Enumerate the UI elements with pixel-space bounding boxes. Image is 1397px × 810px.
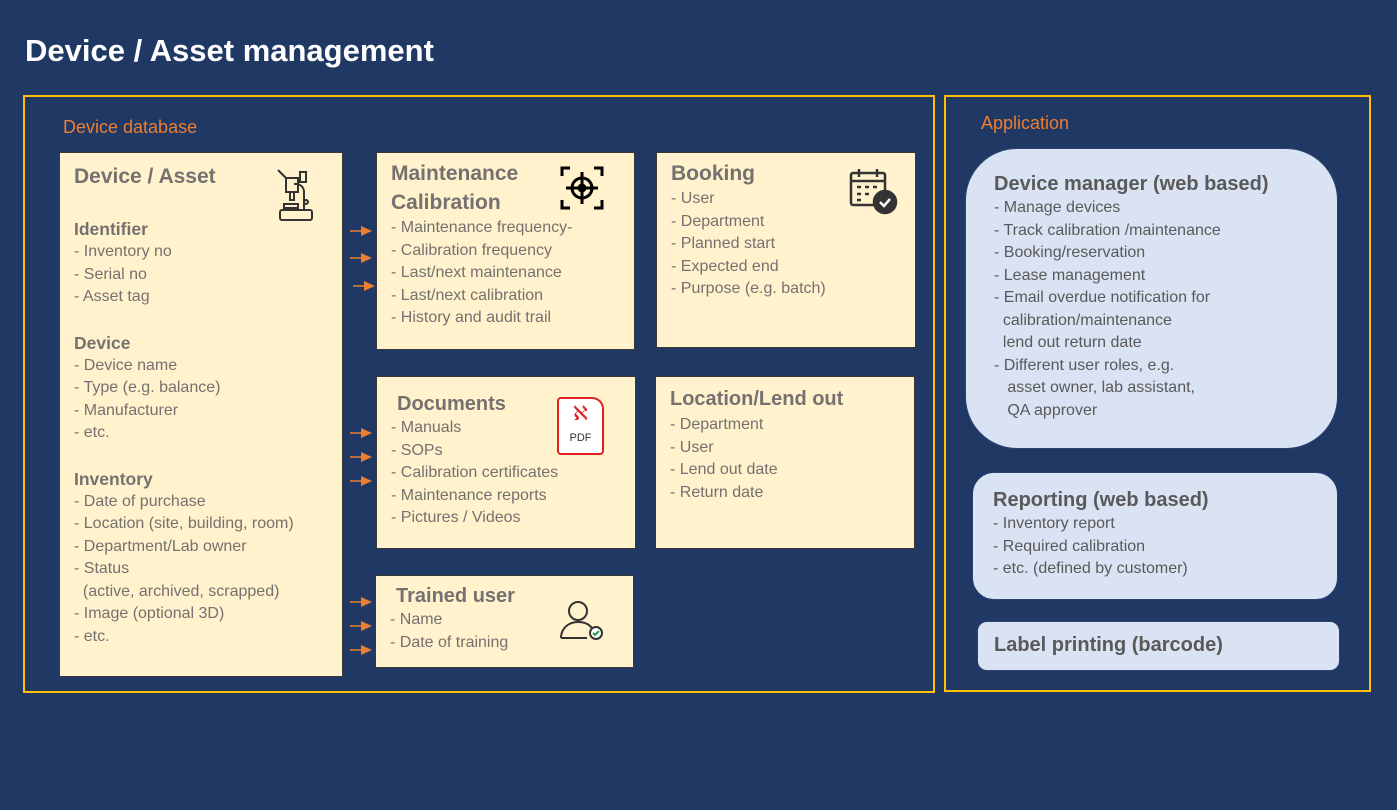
list-item: - Department/Lab owner [74,537,247,555]
list-item: - Manuals [391,419,462,436]
list-item: (active, archived, scrapped) [74,582,280,600]
list-item: - Department [670,416,764,433]
arrow-right-icon [350,645,372,655]
section-heading: Identifier [74,219,148,239]
list-item: - Return date [670,483,764,501]
list-item: - Device name [74,356,178,374]
documents-title: Documents [397,393,506,415]
arrow-right-icon [353,281,375,291]
list-item: QA approver [994,401,1098,419]
arrow-right-icon [350,253,372,263]
list-item: - Status [74,560,130,577]
item-list: - Inventory report - Required calibration… [993,513,1317,581]
calibration-title: Calibration [391,191,501,214]
list-item: - etc. (defined by customer) [993,560,1188,577]
list-item: - Serial no [74,265,147,283]
user-check-icon [560,601,603,640]
list-item: - Calibration certificates [391,464,559,481]
item-list: - Department - User - Lend out date - Retur… [670,414,900,504]
list-item: - User [671,190,715,207]
list-item: calibration/maintenance [994,311,1172,329]
arrow-right-icon [350,428,372,438]
device-database-frame [23,95,935,693]
list-item: - Manage devices [994,199,1121,216]
list-item: - Lend out date [670,461,778,478]
list-item: - Different user roles, e.g. [994,356,1175,374]
item-list: - Manuals - SOPs - Calibration certificate… [391,417,615,530]
arrow-right-icon [350,597,372,607]
list-item: - Date of training [390,633,509,651]
label-printing-title: Label printing (barcode) [994,634,1223,656]
list-item: - Track calibration /maintenance [994,221,1221,239]
section-heading: Inventory [74,468,153,489]
item-list: - Name - Date of training [390,609,613,654]
list-item: - Last/next maintenance [391,264,562,281]
arrow-right-icon [350,226,372,236]
list-item: - SOPs [391,441,443,459]
reporting-box: Reporting (web based) - Inventory report… [972,472,1338,600]
list-item: - Inventory report [993,515,1115,532]
list-item: - Purpose (e.g. batch) [671,280,826,297]
list-item: - Last/next calibration [391,286,544,304]
item-list: - Maintenance frequency- - Calibration fr… [391,217,620,330]
list-item: - User [670,438,714,456]
booking-title: Booking [671,162,755,185]
list-item: - etc. [74,424,110,441]
list-item: - Email overdue notification for [994,289,1211,306]
arrow-right-icon [350,621,372,631]
trained-user-title: Trained user [396,585,515,607]
list-item: - Maintenance reports [391,486,547,504]
target-icon [560,166,604,210]
pdf-icon: ℵ PDF [557,397,604,455]
list-item: - Date of purchase [74,492,206,510]
location-title: Location/Lend out [670,388,844,410]
asset-sections: Identifier - Inventory no - Serial no - Ass… [74,217,328,648]
location-lend-out-box: Location/Lend out - Department - User - Le… [655,376,915,549]
device-asset-title: Device / Asset [74,165,216,188]
list-item: - Maintenance frequency- [391,219,573,236]
pdf-icon-label: PDF [569,432,592,444]
arrow-right-icon [350,476,372,486]
device-manager-title: Device manager (web based) [994,173,1269,195]
trained-user-box: Trained user - Name - Date of training [375,575,634,668]
list-item: - Pictures / Videos [391,509,521,526]
list-item: - Expected end [671,257,779,275]
application-frame [944,95,1371,692]
list-item: - Required calibration [993,537,1146,555]
list-item: - Lease management [994,266,1146,284]
calendar-check-icon [849,169,898,215]
list-item: - History and audit trail [391,309,552,326]
list-item: - Planned start [671,235,776,252]
maintenance-calibration-box: Maintenance Calibration - Maintenance fr… [376,152,635,350]
list-item: - Department [671,212,765,230]
list-item: - Asset tag [74,288,150,305]
section-heading: Device [74,332,131,353]
arrow-right-icon [350,452,372,462]
device-manager-box: Device manager (web based) - Manage devi… [965,148,1338,449]
list-item: - Manufacturer [74,401,179,419]
page-title: Device / Asset management [25,33,434,68]
item-list: - User - Department - Planned start - Expec… [671,188,901,301]
maintenance-title: Maintenance [391,162,519,185]
label-printing-box[interactable]: Label printing (barcode) [977,621,1340,671]
microscope-icon [277,169,313,221]
device-database-label: Device database [63,117,198,137]
application-label: Application [981,113,1070,133]
item-list: - Manage devices - Track calibration /mai… [994,197,1309,422]
reporting-title: Reporting (web based) [993,489,1209,511]
list-item: - Image (optional 3D) [74,605,225,622]
list-item: - etc. [74,627,110,645]
list-item: - Location (site, building, room) [74,515,294,532]
booking-box: Booking - User - Department - Planned star… [656,152,916,348]
device-asset-box: Device / Asset Identifier - Inventory no -… [59,152,343,677]
list-item: - Calibration frequency [391,241,552,259]
list-item: lend out return date [994,334,1142,351]
list-item: asset owner, lab assistant, [994,379,1195,396]
list-item: - Name [390,611,443,628]
list-item: - Type (e.g. balance) [74,379,221,396]
list-item: - Inventory no [74,243,172,260]
list-item: - Booking/reservation [994,244,1146,261]
